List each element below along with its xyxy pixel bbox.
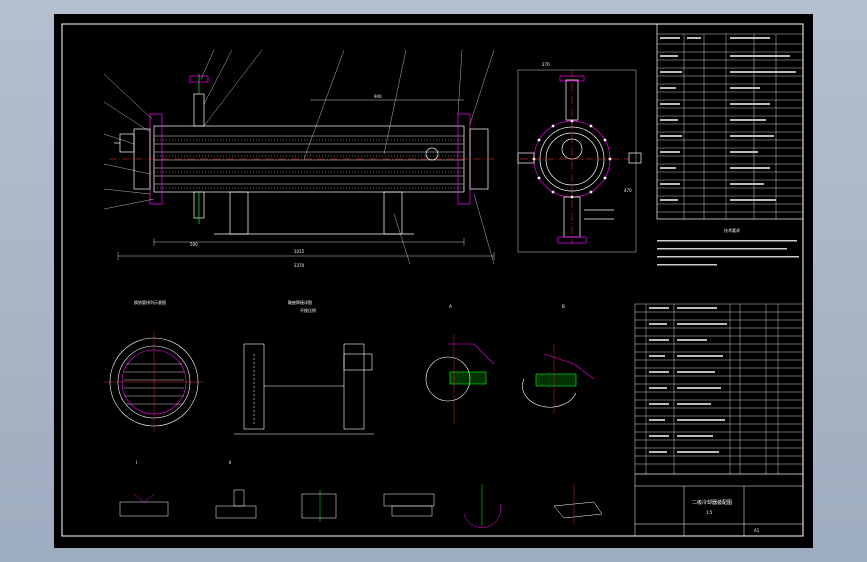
drawing-title: 二级冷却器装配图: [692, 499, 732, 506]
side-end-view: [517, 69, 642, 253]
tech-notes-lines: [657, 240, 799, 266]
detail-i-label: I: [136, 460, 137, 465]
drawing-frame: [61, 23, 804, 537]
dim-span-label: 1015: [294, 249, 305, 254]
dim-left-label: 500: [190, 242, 198, 247]
spec-table-text: [660, 37, 796, 201]
support-detail-note: 不按比例: [300, 307, 316, 313]
side-dim-width: 270: [542, 62, 550, 67]
drawing-canvas: 1015 2370 940 500: [61, 23, 804, 537]
drawing-sheet[interactable]: 1015 2370 940 500: [54, 14, 813, 548]
tech-notes-title: 技术要求: [724, 227, 740, 233]
spec-table-frame: [656, 23, 804, 220]
detail-ii-label: II: [229, 460, 231, 465]
tube-arrangement-title: 换热管排列示意图: [134, 299, 166, 305]
support-detail-title: 鞍座焊接详图: [288, 299, 312, 305]
detail-a-label: A: [449, 304, 452, 309]
detail-b-label: B: [562, 304, 565, 309]
side-dim-height: 470: [624, 188, 632, 193]
title-block: [634, 473, 804, 537]
design-spec-table: [657, 33, 803, 219]
main-elevation-view: [103, 49, 495, 265]
parts-list-text: [649, 307, 727, 453]
parts-list-table: [634, 303, 804, 475]
weld-details-row: [119, 484, 603, 528]
drawing-scale: 1:5: [706, 510, 713, 515]
dim-center-label: 940: [374, 94, 382, 99]
support-plate-view: [234, 343, 374, 435]
detail-b-view: [522, 344, 595, 414]
tube-arrangement-view: [104, 332, 204, 432]
dim-total-label: 2370: [294, 263, 305, 268]
sheet-code: A1: [754, 528, 760, 533]
detail-a-view: [425, 334, 495, 424]
